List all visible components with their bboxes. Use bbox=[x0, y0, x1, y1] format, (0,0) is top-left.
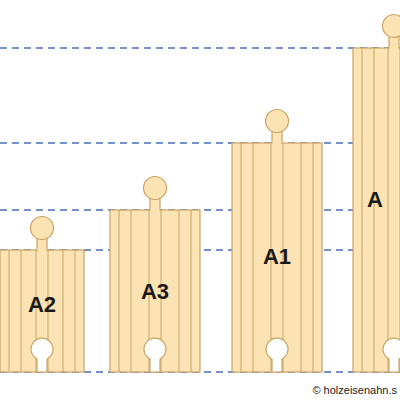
height-guides bbox=[0, 48, 400, 372]
connector-hole bbox=[31, 338, 53, 372]
track-body bbox=[0, 250, 84, 372]
groove-line bbox=[313, 143, 314, 372]
piece-label: A2 bbox=[0, 294, 84, 316]
connector-knob bbox=[144, 177, 167, 200]
groove-line bbox=[191, 210, 192, 372]
groove-line bbox=[241, 143, 242, 372]
piece-label: A bbox=[353, 189, 397, 211]
groove-line bbox=[119, 210, 120, 372]
track-piece bbox=[0, 217, 84, 373]
connector-hole bbox=[383, 338, 400, 372]
track-piece-box: A bbox=[353, 48, 397, 372]
groove-line bbox=[21, 250, 22, 372]
track-piece-box: A1 bbox=[232, 143, 322, 372]
track-piece-box: A3 bbox=[110, 210, 200, 372]
track-body bbox=[353, 48, 400, 372]
track-body bbox=[232, 143, 322, 372]
guide-line bbox=[0, 142, 400, 144]
track-body bbox=[110, 210, 200, 372]
neck-join bbox=[390, 46, 399, 50]
copyright-watermark: © holzeisenahn.s bbox=[312, 384, 397, 396]
connector-hole bbox=[266, 338, 288, 372]
track-piece bbox=[232, 110, 322, 373]
guide-line bbox=[0, 47, 400, 49]
connector-knob bbox=[266, 110, 289, 133]
track-piece bbox=[110, 177, 200, 373]
groove-line bbox=[75, 250, 76, 372]
piece-label: A1 bbox=[232, 246, 322, 268]
track-piece bbox=[353, 15, 400, 373]
groove-line bbox=[301, 143, 302, 372]
neck-join bbox=[273, 141, 282, 145]
track-piece-box: A2 bbox=[0, 250, 84, 372]
piece-label: A3 bbox=[110, 281, 200, 303]
neck-join bbox=[151, 208, 160, 212]
groove-line bbox=[63, 250, 64, 372]
groove-line bbox=[253, 143, 254, 372]
groove-line bbox=[388, 48, 389, 372]
connector-knob bbox=[383, 15, 400, 38]
groove-line bbox=[362, 48, 363, 372]
track-pieces bbox=[0, 15, 400, 373]
connector-knob bbox=[31, 217, 54, 240]
groove-line bbox=[9, 250, 10, 372]
neck-join bbox=[38, 248, 47, 252]
groove-line bbox=[131, 210, 132, 372]
groove-line bbox=[179, 210, 180, 372]
connector-hole bbox=[144, 338, 166, 372]
